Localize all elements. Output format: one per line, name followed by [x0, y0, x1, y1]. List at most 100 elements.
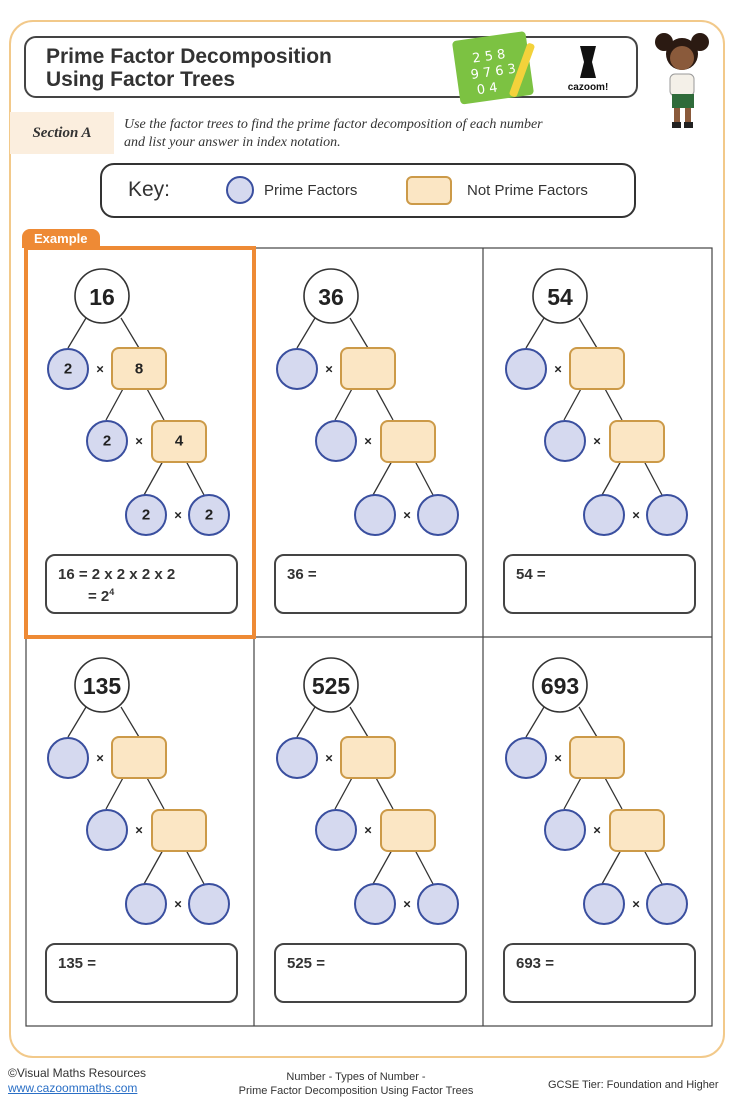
non-prime-factor-box — [380, 420, 436, 463]
times-sign: × — [135, 434, 143, 449]
tree-branch — [601, 460, 622, 496]
website-link[interactable]: www.cazoommaths.com — [8, 1081, 138, 1095]
non-prime-factor-box — [111, 347, 167, 390]
prime-factor-circle — [125, 494, 167, 536]
root-number-circle — [532, 268, 588, 324]
prime-factor-circle — [86, 420, 128, 462]
times-sign: × — [593, 434, 601, 449]
times-sign: × — [96, 362, 104, 377]
prime-circle-swatch — [226, 176, 254, 204]
times-sign: × — [325, 751, 333, 766]
non-prime-factor-box — [340, 347, 396, 390]
tree-branch — [578, 317, 598, 349]
prime-factor-circle — [544, 809, 586, 851]
answer-box[interactable]: 36 = — [274, 554, 467, 614]
root-number-circle — [532, 657, 588, 713]
prime-factor-circle — [583, 494, 625, 536]
times-sign: × — [325, 362, 333, 377]
root-number-circle — [74, 657, 130, 713]
factor-tree-cell: 135×××135 = — [26, 637, 254, 1027]
tree-branch — [120, 706, 140, 738]
tree-branch — [120, 317, 140, 349]
instructions: Use the factor trees to find the prime f… — [124, 116, 644, 152]
tree-branch — [67, 706, 87, 738]
answer-line-1: 16 = 2 x 2 x 2 x 2 — [58, 566, 176, 583]
factor-tree-cell: 693×××693 = — [484, 637, 712, 1027]
tree-branch — [349, 317, 369, 349]
root-number: 36 — [318, 284, 344, 310]
factor-tree: 135××× — [47, 657, 230, 925]
student-character — [655, 33, 709, 128]
factor-tree: 525××× — [276, 657, 459, 925]
tree-branch — [603, 775, 623, 810]
footer-tier: GCSE Tier: Foundation and Higher — [548, 1079, 719, 1091]
times-sign: × — [135, 823, 143, 838]
prime-factor-circle — [354, 883, 396, 925]
example-highlight-border — [24, 246, 256, 639]
times-sign: × — [632, 897, 640, 912]
answer-exponent: 4 — [109, 587, 115, 597]
answer-box[interactable]: 135 = — [45, 943, 238, 1003]
answer-line-1: 36 = — [287, 566, 317, 583]
key-title: Key: — [128, 178, 171, 201]
tree-branch — [563, 775, 583, 810]
root-number: 16 — [89, 284, 115, 310]
not-prime-factors-label: Not Prime Factors — [467, 182, 588, 199]
answer-box[interactable]: 525 = — [274, 943, 467, 1003]
tree-branch — [525, 706, 545, 738]
title-line-1: Prime Factor Decomposition — [46, 45, 332, 68]
tree-branch — [563, 386, 583, 421]
prime-factor-circle — [188, 494, 230, 536]
number-pad-illustration: 2 5 8 9 7 6 3 0 4 — [452, 31, 535, 105]
tree-branch — [578, 706, 598, 738]
times-sign: × — [403, 508, 411, 523]
tree-branch — [145, 775, 165, 810]
prime-factor-circle — [417, 494, 459, 536]
times-sign: × — [364, 823, 372, 838]
factor-value: 2 — [142, 507, 150, 524]
section-label: Section A — [10, 112, 114, 154]
tree-branch — [105, 775, 125, 810]
root-number: 54 — [547, 284, 573, 310]
prime-factor-circle — [188, 883, 230, 925]
non-prime-factor-box — [151, 809, 207, 852]
times-sign: × — [554, 362, 562, 377]
tree-branch — [372, 460, 393, 496]
prime-factor-circle — [583, 883, 625, 925]
non-prime-factor-box — [569, 736, 625, 779]
svg-text:9 7 6 3: 9 7 6 3 — [470, 62, 517, 83]
title-line-2: Using Factor Trees — [46, 68, 236, 91]
tree-branch — [525, 317, 545, 349]
footer-topic-line-2: Prime Factor Decomposition Using Factor … — [238, 1085, 474, 1097]
factor-tree-cell: 36 × × × 36 = — [255, 248, 483, 638]
tree-branch — [143, 849, 164, 885]
answer-box[interactable]: 16 = 2 x 2 x 2 x 2= 24 — [45, 554, 238, 614]
tree-branch — [67, 317, 87, 349]
answer-line-1: 135 = — [58, 955, 96, 972]
root-number: 135 — [83, 673, 122, 699]
tree-branch — [603, 386, 623, 421]
answer-line-1: 693 = — [516, 955, 554, 972]
svg-text:cazoom!: cazoom! — [568, 82, 609, 93]
times-sign: × — [364, 434, 372, 449]
tree-branch — [334, 386, 354, 421]
tree-branch — [414, 849, 434, 885]
factor-value: 2 — [64, 361, 72, 378]
answer-box[interactable]: 693 = — [503, 943, 696, 1003]
factor-tree-cell: 525×××525 = — [255, 637, 483, 1027]
non-prime-factor-box — [569, 347, 625, 390]
factor-tree: 36 × × × — [276, 268, 459, 536]
tree-branch — [296, 706, 316, 738]
svg-text:0 4: 0 4 — [476, 80, 499, 98]
tree-branch — [296, 317, 316, 349]
factor-value: 2 — [205, 507, 213, 524]
key-box: Key: Prime Factors Not Prime Factors — [100, 163, 636, 218]
tree-branch — [372, 849, 393, 885]
tree-branch — [143, 460, 164, 496]
times-sign: × — [96, 751, 104, 766]
non-prime-factor-box — [151, 420, 207, 463]
answer-line-1: 54 = — [516, 566, 546, 583]
answer-box[interactable]: 54 = — [503, 554, 696, 614]
